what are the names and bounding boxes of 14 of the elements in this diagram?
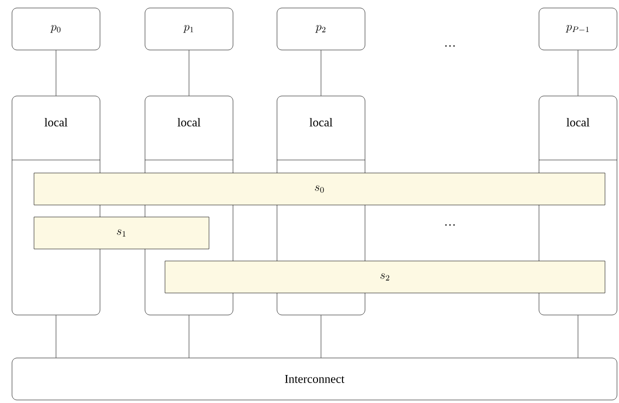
shared-segment: $s_2$ xyxy=(164,260,606,294)
connector xyxy=(320,314,322,358)
ellipsis: … xyxy=(445,224,455,226)
connector xyxy=(188,50,190,96)
processor-box: $p_{P-1}$ xyxy=(538,8,618,50)
processor-box: $p_2$ xyxy=(276,8,366,50)
shared-segment: $s_0$ xyxy=(34,172,606,206)
processor-box: $p_0$ xyxy=(12,8,100,50)
processor-box: $p_1$ xyxy=(144,8,234,50)
shared-segment: $s_1$ xyxy=(34,216,210,250)
ellipsis: … xyxy=(445,45,455,47)
connector xyxy=(188,314,190,358)
interconnect-bar: Interconnect xyxy=(12,358,618,400)
connector xyxy=(320,50,322,96)
